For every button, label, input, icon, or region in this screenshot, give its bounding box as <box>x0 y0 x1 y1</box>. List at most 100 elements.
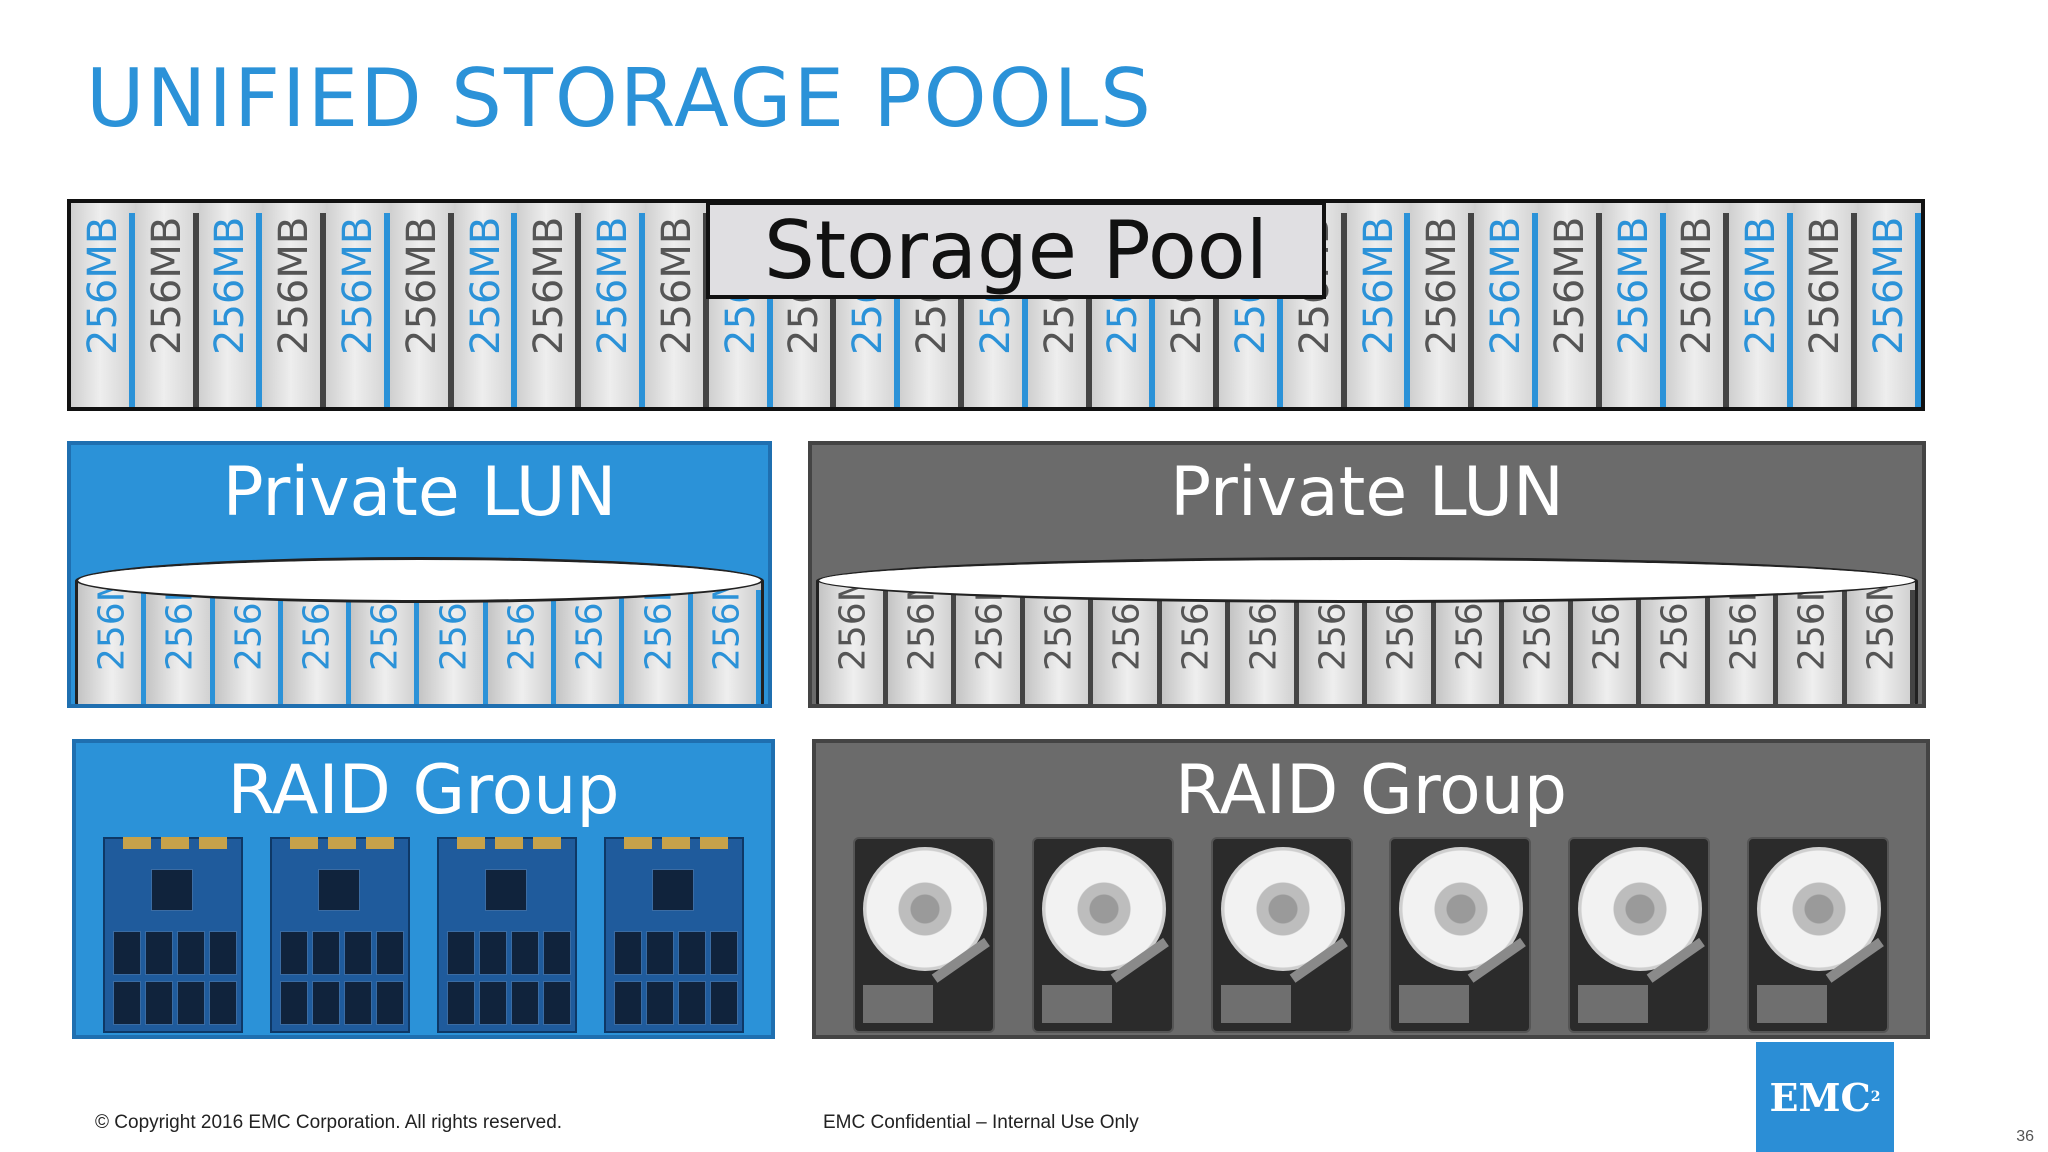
slice-divider <box>1499 590 1504 704</box>
logo-superscript: 2 <box>1870 1089 1881 1105</box>
ssd-icon <box>103 837 243 1033</box>
hard-disk-icon <box>1389 837 1532 1033</box>
slice-divider <box>447 213 454 407</box>
pool-slice: 256MB <box>453 203 518 407</box>
slice-divider <box>1850 213 1857 407</box>
slice-divider <box>1021 213 1028 407</box>
slice-label: 256MB <box>1674 216 1721 355</box>
slice-divider <box>1149 213 1156 407</box>
slice-label: 256MB <box>1610 216 1657 355</box>
ssd-icon <box>604 837 744 1033</box>
lun-slice: 256MB <box>624 560 693 704</box>
lun-cylinder-top <box>819 560 1915 603</box>
ssd-drives <box>76 837 771 1035</box>
slice-divider <box>1595 213 1602 407</box>
pool-slice: 256MB <box>1856 203 1921 407</box>
slice-divider <box>755 590 761 704</box>
slice-divider <box>1085 213 1092 407</box>
raid-group-gray: RAID Group <box>812 739 1930 1039</box>
lun-slice: 256MB <box>956 560 1025 704</box>
private-lun-label: Private LUN <box>1170 453 1564 532</box>
storage-pool-label: Storage Pool <box>706 201 1326 299</box>
slice-label: 256MB <box>271 216 318 355</box>
slice-divider <box>1362 590 1367 704</box>
hard-disk-icon <box>1210 837 1353 1033</box>
pool-slice: 256MB <box>326 203 390 407</box>
slice-label: 256MB <box>1483 216 1530 355</box>
pool-slice: 256MB <box>389 203 454 407</box>
slice-divider <box>414 590 420 704</box>
lun-cylinder-top <box>78 560 761 603</box>
pool-slice: 256MB <box>262 203 327 407</box>
slice-divider <box>1293 590 1299 704</box>
slice-divider <box>1156 590 1162 704</box>
slice-divider <box>1088 590 1093 704</box>
slice-label: 256MB <box>462 216 509 355</box>
lun-slice: 256MB <box>1641 560 1710 704</box>
pool-slice: 256MB <box>581 203 646 407</box>
lun-slice: 256MB <box>1709 560 1778 704</box>
logo-text: EMC <box>1769 1074 1871 1120</box>
slice-divider <box>1213 213 1220 407</box>
pool-slice: 256MB <box>645 203 709 407</box>
slice-divider <box>619 590 625 704</box>
slice-divider <box>1019 590 1025 704</box>
slice-divider <box>551 590 557 704</box>
slice-divider <box>882 590 888 704</box>
pool-slice: 256MB <box>134 203 199 407</box>
slice-divider <box>1787 213 1794 407</box>
slice-label: 256MB <box>1738 216 1785 355</box>
ssd-icon <box>437 837 577 1033</box>
slice-divider <box>830 213 837 407</box>
pool-slice: 256MB <box>1410 203 1475 407</box>
slice-divider <box>1567 590 1573 704</box>
slice-label: 256MB <box>590 216 637 355</box>
slice-divider <box>766 213 773 407</box>
slice-divider <box>1430 590 1436 704</box>
slice-divider <box>894 213 901 407</box>
pool-slice: 256MB <box>198 203 263 407</box>
slice-divider <box>1636 590 1641 704</box>
slice-divider <box>511 213 518 407</box>
pool-slice: 256MB <box>1474 203 1538 407</box>
slice-divider <box>1773 590 1778 704</box>
slice-divider <box>1276 213 1283 407</box>
slice-divider <box>1531 213 1538 407</box>
slice-divider <box>575 213 582 407</box>
slice-label: 256MB <box>143 216 190 355</box>
slice-divider <box>1659 213 1666 407</box>
slice-divider <box>1225 590 1230 704</box>
copyright-text: © Copyright 2016 EMC Corporation. All ri… <box>95 1112 563 1133</box>
slice-label: 256MB <box>1801 216 1848 355</box>
lun-slice: 256MB <box>887 560 956 704</box>
slice-divider <box>951 590 956 704</box>
slice-label: 256MB <box>526 216 573 355</box>
lun-slice: 256MB <box>1778 560 1847 704</box>
slice-label: 256MB <box>207 216 254 355</box>
page-title: UNIFIED STORAGE POOLS <box>86 52 1153 145</box>
lun-slice: 256MB <box>692 560 761 704</box>
slice-divider <box>209 590 215 704</box>
pool-slice: 256MB <box>1665 203 1730 407</box>
slice-divider <box>639 213 646 407</box>
slice-divider <box>1723 213 1730 407</box>
slice-divider <box>128 213 135 407</box>
pool-slice: 256MB <box>71 203 135 407</box>
slice-divider <box>277 590 283 704</box>
raid-group-label: RAID Group <box>227 751 620 830</box>
lun-slice: 256MB <box>819 560 888 704</box>
slice-divider <box>320 213 327 407</box>
slice-divider <box>1468 213 1475 407</box>
raid-group-blue: RAID Group <box>72 739 775 1039</box>
slice-label: 256MB <box>1419 216 1466 355</box>
slice-label: 256MB <box>398 216 445 355</box>
slice-divider <box>1841 590 1847 704</box>
pool-slice: 256MB <box>1729 203 1794 407</box>
slice-divider <box>141 590 147 704</box>
slice-divider <box>482 590 488 704</box>
slice-label: 256MB <box>335 216 382 355</box>
